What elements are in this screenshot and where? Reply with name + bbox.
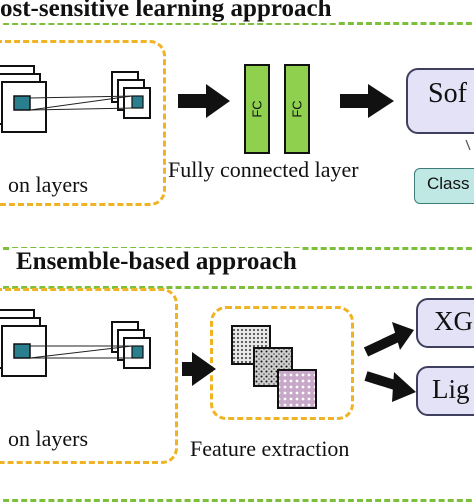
top-conv-box xyxy=(0,40,166,206)
top-conv-caption: on layers xyxy=(8,172,89,197)
xg-box: XG xyxy=(416,298,474,348)
arrow-features-to-lig xyxy=(364,371,416,402)
class-box: Class xyxy=(414,168,474,204)
feature-maps xyxy=(231,325,317,409)
softmax-box: Sof xyxy=(406,68,474,134)
bottom-conv-stack-large xyxy=(0,309,47,377)
arrow-conv-to-features xyxy=(182,352,216,386)
top-conv-connections xyxy=(29,95,133,111)
fc-layer-2-label: FC xyxy=(289,100,305,118)
diagram-graphics xyxy=(0,65,471,409)
top-conv-stack-small xyxy=(111,71,151,119)
fc-layer-2: FC xyxy=(284,64,310,154)
arrow-fc-to-softmax xyxy=(340,84,394,118)
bottom-conv-caption: on layers xyxy=(8,426,89,451)
fc-caption: Fully connected layer xyxy=(168,157,359,182)
fc-layer-1: FC xyxy=(244,64,270,154)
top-section-title: ost-sensitive learning approach xyxy=(0,0,336,23)
feature-caption: Feature extraction xyxy=(190,436,350,461)
arrow-conv-to-fc xyxy=(178,84,230,118)
bottom-conv-box xyxy=(0,288,178,464)
top-conv-stack-large xyxy=(0,65,47,133)
class-pointer-mark xyxy=(465,139,471,151)
bottom-section-title: Ensemble-based approach xyxy=(12,248,301,276)
bottom-conv-stack-small xyxy=(111,321,151,369)
bottom-conv-connections xyxy=(29,345,133,359)
lig-box: Lig xyxy=(416,366,474,416)
arrow-features-to-xg xyxy=(363,322,414,357)
fc-layer-1-label: FC xyxy=(249,100,265,118)
feature-extraction-box xyxy=(210,306,354,420)
